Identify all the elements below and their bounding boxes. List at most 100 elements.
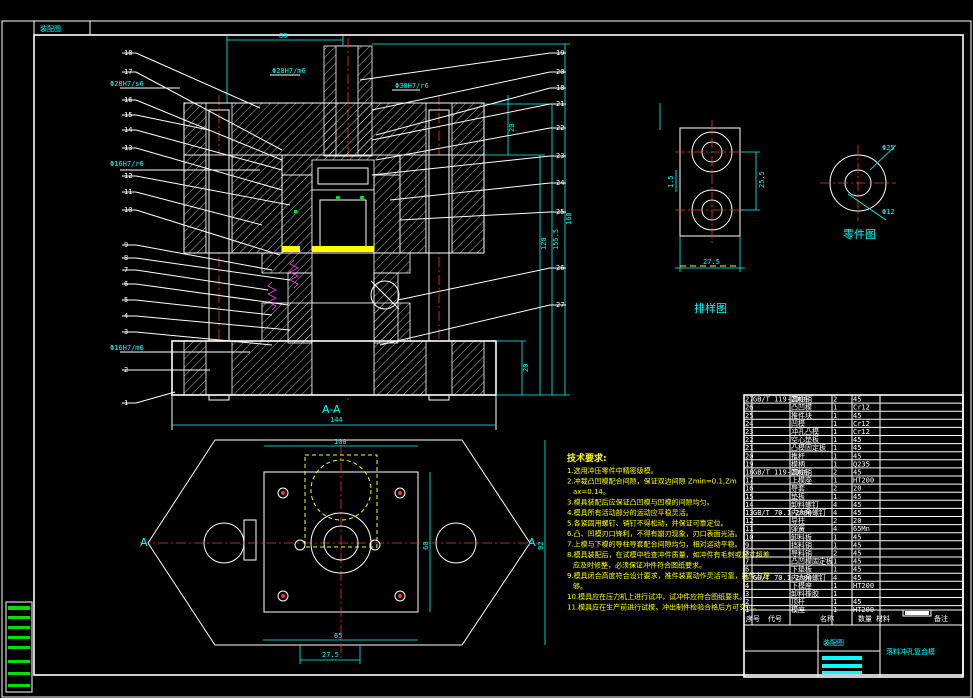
bom-cell: 导料销 — [791, 549, 812, 558]
bom-cell: 内六角螺钉 — [791, 573, 826, 582]
requirement-item-1: 1.选用冲压零件中精密级模。 — [567, 466, 658, 475]
outer-border — [1, 20, 972, 698]
bom-cell: 45 — [853, 469, 861, 477]
bom-cell: 1 — [833, 598, 837, 606]
dim-strip-pitch: 27.5 — [703, 258, 720, 266]
bom-cell: 垫板 — [791, 492, 805, 501]
bom-cell: 45 — [853, 452, 861, 460]
bom-cell: 空心垫板 — [791, 435, 819, 444]
bom-cell: GB/T 119-2000 — [753, 469, 808, 477]
bom-cell: Cr12 — [853, 404, 870, 412]
bom-cell: 45 — [853, 541, 861, 549]
bom-cell: 2 — [833, 396, 837, 404]
bom-cell: 1 — [833, 582, 837, 590]
dim-top-width: 80 — [279, 32, 287, 40]
bom-cell: 45 — [853, 574, 861, 582]
bom-cell: 圆柱销 — [791, 468, 812, 477]
corner-tag: 装配图 — [40, 24, 61, 33]
bom-cell: 3 — [745, 590, 749, 598]
bom-cell: Cr12 — [853, 420, 870, 428]
dim-bottom-width: 144 — [330, 416, 343, 424]
bom-cell: 凸凹模固定板 — [791, 557, 833, 566]
bom-cell: 18 — [745, 469, 753, 477]
bom-cell: 4 — [833, 525, 837, 533]
requirement-item-8: 8.模具装配后，在试模中检查冲件质量，如冲件有毛刺或尺寸超差 — [567, 550, 770, 559]
bom-cell: 1 — [833, 452, 837, 460]
bom-cell: 下垫板 — [791, 565, 812, 574]
bom-cell: 导套 — [791, 484, 805, 493]
bom-cell: 19 — [745, 460, 753, 468]
bom-cell: 1 — [833, 558, 837, 566]
bom-header-3: 名称 — [820, 614, 834, 623]
bom-cell: 顶杆 — [791, 597, 805, 606]
bom-cell: 15 — [745, 493, 753, 501]
drawing-name: 落料冲孔复合模 — [886, 647, 935, 656]
bom-cell: 11 — [745, 525, 753, 533]
requirement-item-9: 9.模具闭合高度符合设计要求，推件装置动作灵活可靠，推件力足 — [567, 571, 770, 580]
bom-cell: 冲孔凸模 — [791, 427, 819, 436]
bom-cell: 卸料螺钉 — [791, 500, 819, 509]
bom-cell: 挡料销 — [791, 540, 812, 549]
bom-cell: 下模座 — [791, 581, 812, 590]
bom-cell: 45 — [853, 501, 861, 509]
bom-cell: 1 — [833, 590, 837, 598]
bom-cell: 26 — [745, 404, 753, 412]
dim-part-id: Φ12 — [882, 208, 895, 216]
bom-cell: 2 — [745, 598, 749, 606]
part-view: Φ25 Φ12 零件图 — [820, 144, 897, 241]
bom-cell: 24 — [745, 420, 753, 428]
inner-border — [33, 34, 964, 676]
bom-cell: 16 — [745, 485, 753, 493]
bom-cell: 27 — [745, 396, 753, 404]
bom-cell: 4 — [833, 501, 837, 509]
bom-cell: 45 — [853, 566, 861, 574]
bom-cell: 20 — [745, 452, 753, 460]
bom-cell: GB/T 70.1-2000 — [753, 574, 812, 582]
bom-cell: 22 — [745, 436, 753, 444]
bom-cell: Cr12 — [853, 428, 870, 436]
requirement-item-5: 5.各紧固用螺钉、销钉不得松动，并保证可靠定位。 — [567, 519, 728, 528]
bom-cell: 9 — [745, 541, 749, 549]
bom-header-4: 数量 — [858, 614, 872, 623]
bom-header-1: 序号 — [746, 614, 760, 623]
bom-cell: 45 — [853, 509, 861, 517]
bom-cell: HT200 — [853, 477, 874, 485]
section-marker-right: A — [528, 536, 536, 549]
fit-label-2: Φ38H7/r6 — [395, 82, 429, 90]
side-stamp — [5, 601, 33, 693]
section-label: A-A — [322, 403, 341, 416]
bom-cell: 17 — [745, 477, 753, 485]
bom-cell: 推件块 — [791, 411, 812, 420]
bom-cell: 1 — [833, 428, 837, 436]
dim-height-total: 168 — [565, 212, 573, 225]
dim-plan-height: 60 — [422, 542, 430, 550]
fit-label-1: Φ28H7/m6 — [272, 67, 306, 75]
bom-cell: 20 — [853, 485, 861, 493]
bom-cell: 10 — [745, 533, 753, 541]
bom-cell: 6 — [745, 566, 749, 574]
bom-cell: 25 — [745, 412, 753, 420]
bom-cell: 1 — [833, 541, 837, 549]
dim-height-c: 20 — [522, 364, 530, 372]
bom-cell: 12 — [745, 517, 753, 525]
requirement-item-8: 应及时修整，必须保证冲件符合图纸要求。 — [573, 561, 706, 570]
bom-cell: 21 — [745, 444, 753, 452]
bom-cell: GB/T 70.1-2000 — [753, 509, 812, 517]
bom-cell: 上模座 — [791, 476, 812, 485]
bom-cell: 导柱 — [791, 516, 805, 525]
dim-part-od: Φ25 — [882, 144, 895, 152]
bom-cell: 4 — [833, 509, 837, 517]
requirement-item-10: 10.模具应在压力机上进行试冲，试冲件应符合图纸要求。 — [567, 592, 746, 601]
bom-cell: 4 — [745, 582, 749, 590]
bom-cell: 1 — [833, 460, 837, 468]
requirement-item-4: 4.模具所有活动部分的运动应平稳灵活。 — [567, 508, 693, 517]
bom-header-2: 代号 — [768, 614, 782, 623]
bom-cell: 45 — [853, 436, 861, 444]
bom-cell: 5 — [745, 574, 749, 582]
bom-header-5: 材料 — [876, 614, 890, 623]
bom-cell: 65Mn — [853, 525, 870, 533]
